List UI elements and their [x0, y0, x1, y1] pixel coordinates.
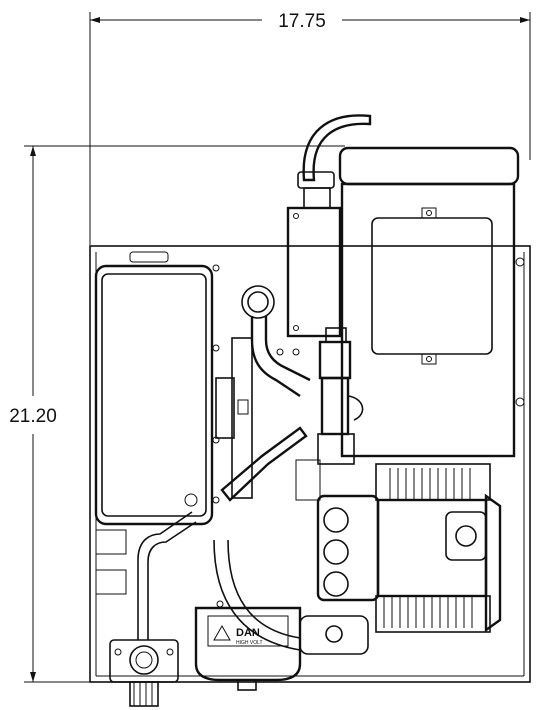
pump-port: [323, 539, 349, 565]
motor-bracket-bottom: [421, 353, 437, 365]
housing-screw: [216, 600, 224, 608]
electric-motor: [338, 146, 520, 458]
switch-box-screw: [293, 325, 299, 331]
warning-label-text: DAN: [236, 627, 260, 639]
connector-screw: [114, 648, 122, 656]
width-arrow-right: [520, 17, 530, 23]
pump-inlet-port: [325, 625, 343, 643]
frame-outline: [89, 245, 531, 683]
valve-body-upper: [318, 340, 352, 380]
height-dimension: 21.20: [9, 145, 345, 683]
valve-manifold: [317, 433, 355, 465]
lower-hose: [213, 539, 301, 651]
mount-hole: [276, 348, 284, 356]
pump-inlet-housing: [299, 615, 369, 655]
cross-hose: [220, 426, 308, 502]
frame-hole: [212, 264, 220, 272]
cooling-fins: [375, 463, 491, 633]
pump-end-plate: [484, 493, 502, 633]
mount-plate: [95, 529, 127, 555]
fins-upper: [389, 468, 471, 500]
motor-body: [340, 182, 516, 458]
width-arrow-left: [90, 17, 100, 23]
switch-box-body: [286, 206, 342, 338]
height-dimension-label: 21.20: [9, 406, 57, 427]
fins-upper-housing: [375, 463, 491, 501]
control-box-inner: [101, 273, 207, 517]
pump-port: [323, 507, 349, 533]
motor-bracket-top: [421, 207, 437, 219]
inlet-hose: [250, 316, 301, 397]
connector-screw: [166, 648, 174, 656]
power-cord-edge: [147, 521, 197, 640]
connector-gland-outer: [129, 645, 159, 675]
lower-hose-edge: [227, 539, 301, 639]
pump-oil-cap-housing: [445, 511, 487, 561]
control-box-knob: [184, 493, 198, 507]
pump-crankcase: [376, 498, 488, 598]
pipe-clamp: [237, 399, 249, 415]
mount-hole: [292, 348, 300, 356]
pump-head: [299, 493, 502, 655]
frame-hole: [515, 257, 525, 267]
connector-gland-inner: [135, 651, 153, 669]
conduit-nut: [303, 187, 331, 209]
power-cord: [137, 511, 193, 640]
vertical-pipe: [231, 337, 253, 499]
fins-lower: [383, 596, 473, 628]
warning-label: [207, 615, 289, 647]
frame-hole: [212, 344, 220, 352]
motor-bolt: [426, 356, 432, 362]
cable-conduit: [297, 114, 372, 209]
bypass-elbow: [347, 395, 364, 421]
frame-hole: [515, 397, 525, 407]
motor-bolt: [426, 210, 432, 216]
inlet-port-inner: [247, 291, 269, 313]
pump-oil-cap: [455, 525, 477, 547]
housing-body: [194, 606, 302, 682]
switch-box: [286, 206, 342, 338]
valve-bracket: [295, 459, 321, 501]
warning-triangle-icon: [213, 624, 231, 641]
pressure-switch-housing: DAN HIGH VOLT: [194, 600, 302, 691]
fins-lower-housing: [375, 595, 491, 633]
housing-stem: [237, 679, 257, 691]
inlet-hose-edge: [264, 316, 311, 382]
cord-strain-relief: [129, 681, 159, 707]
side-mounts: [95, 348, 300, 595]
warning-label-subtext: HIGH VOLT: [236, 640, 263, 646]
motor-junction-box: [371, 217, 493, 355]
top-latch: [129, 251, 169, 263]
power-connector: [109, 511, 197, 707]
strain-relief-ridges: [133, 682, 153, 706]
conduit-hose: [302, 114, 372, 182]
motor-end-cap: [338, 146, 520, 186]
height-arrow-top: [30, 146, 36, 156]
width-dimension: 17.75: [89, 11, 531, 245]
mount-plate: [95, 569, 127, 595]
pump-port: [323, 571, 349, 597]
control-box-outer: [94, 264, 214, 526]
control-box: [94, 264, 214, 526]
switch-box-screw: [293, 213, 299, 219]
inlet-port-outer: [241, 285, 275, 319]
side-bracket: [215, 377, 235, 439]
height-arrow-bottom: [30, 672, 36, 682]
unloader-valve: [295, 327, 364, 501]
width-dimension-label: 17.75: [278, 11, 326, 32]
valve-body-lower: [320, 376, 350, 436]
frame-hole: [212, 496, 220, 504]
